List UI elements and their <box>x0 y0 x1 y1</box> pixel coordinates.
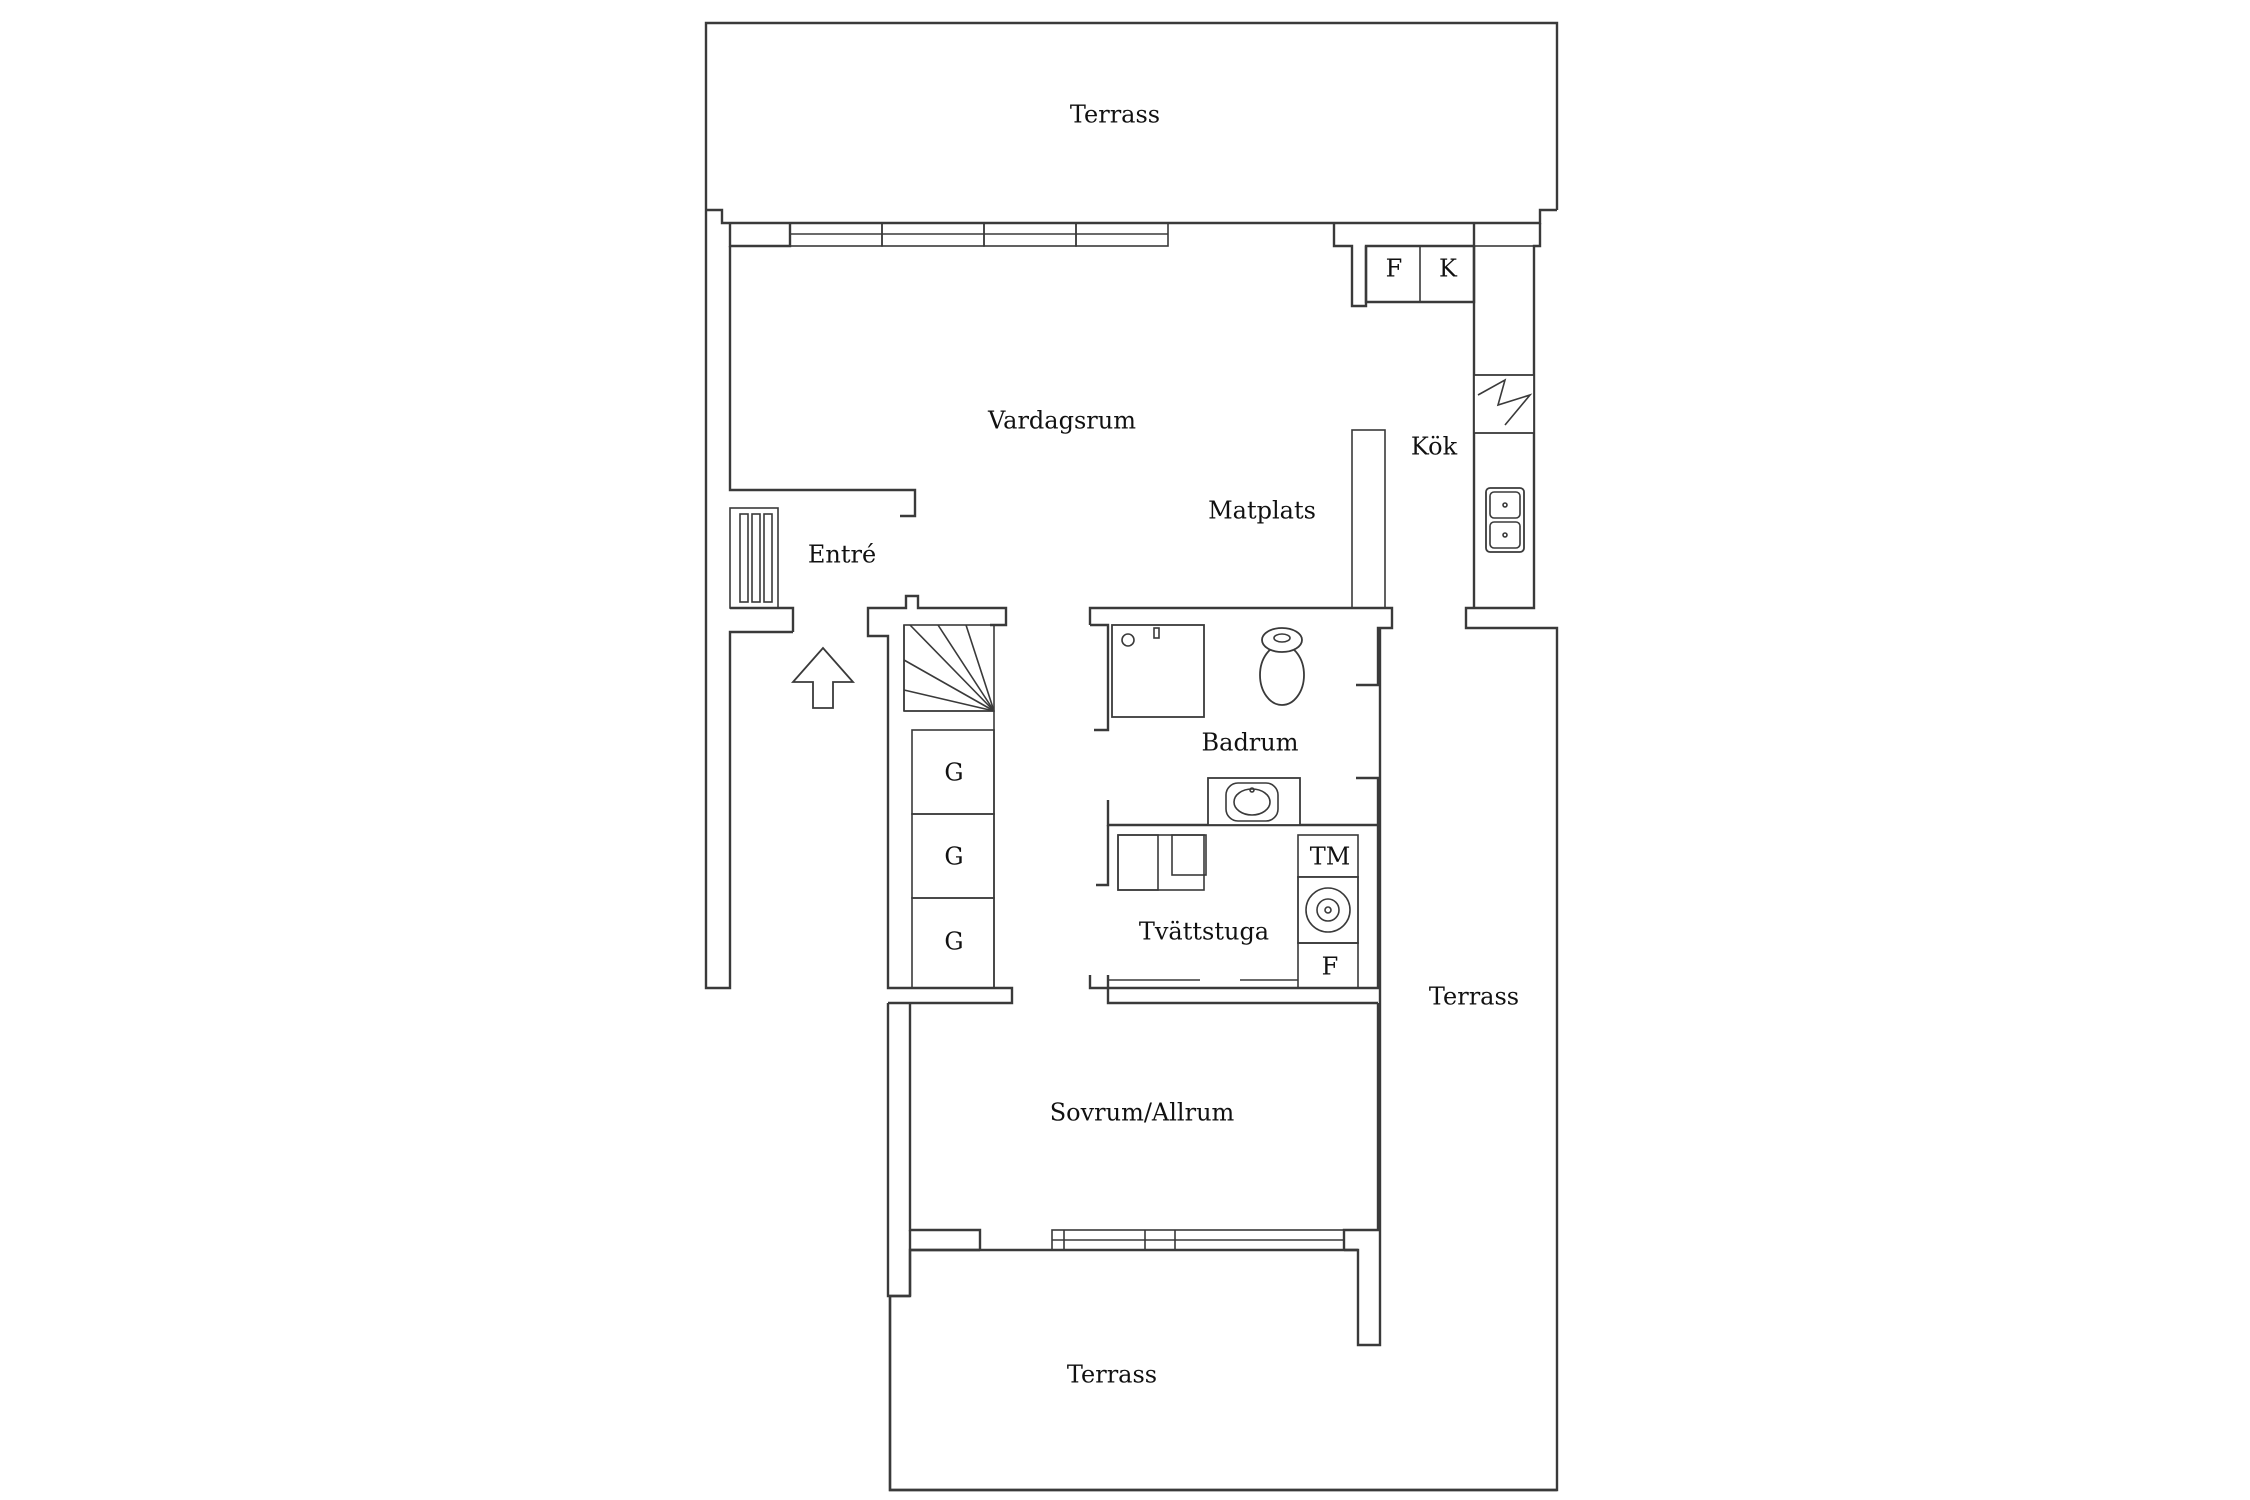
laundry-area <box>1088 825 1380 1005</box>
stairs-and-wardrobes <box>866 624 1014 1298</box>
kitchen-sink-icon <box>1485 487 1525 553</box>
wardrobe-label-2: G <box>944 843 963 871</box>
room-label-laundry: Tvättstuga <box>1139 918 1269 946</box>
room-label-kitchen: Kök <box>1411 433 1458 461</box>
appliance-label-washing-machine: TM <box>1310 843 1351 871</box>
entrance-arrow-icon <box>791 646 855 709</box>
wardrobe-label-1: G <box>944 759 963 787</box>
exterior-walls <box>704 210 1559 1492</box>
room-label-terrace-right: Terrass <box>1429 983 1519 1011</box>
washing-machine-icon <box>1297 876 1359 944</box>
wardrobe-label-3: G <box>944 928 963 956</box>
room-label-dining: Matplats <box>1208 497 1316 525</box>
appliance-label-fridge: F <box>1386 255 1403 283</box>
bedroom-area <box>908 628 1382 1347</box>
shower-icon <box>1111 624 1205 718</box>
appliance-label-freezer: K <box>1439 255 1458 283</box>
appliance-label-dryer: F <box>1322 953 1339 981</box>
north-windows <box>789 222 1169 247</box>
bathroom-area <box>1088 606 1394 827</box>
room-label-bedroom: Sovrum/Allrum <box>1050 1099 1235 1127</box>
room-label-terrace-top: Terrass <box>1070 101 1160 129</box>
room-label-entrance: Entré <box>808 541 876 569</box>
kitchen-area <box>1351 245 1535 609</box>
room-label-terrace-bottom: Terrass <box>1067 1361 1157 1389</box>
toilet-icon <box>1259 627 1305 706</box>
room-label-bathroom: Badrum <box>1202 729 1299 757</box>
terrace-bottom-area <box>888 1248 1557 1492</box>
entrance-area <box>729 507 1008 709</box>
bathroom-sink-icon <box>1207 777 1301 826</box>
room-label-living-room: Vardagsrum <box>987 407 1136 435</box>
